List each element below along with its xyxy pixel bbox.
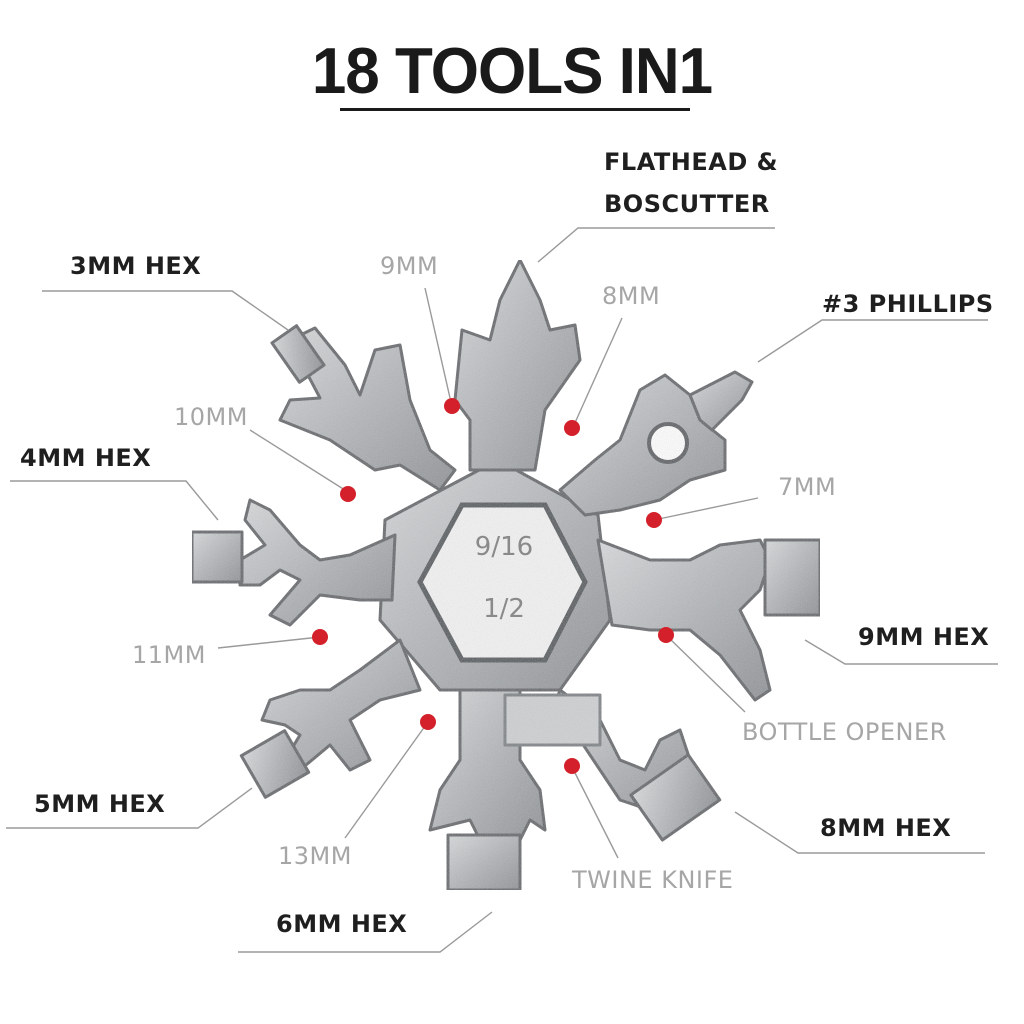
label-11mm: 11MM: [132, 641, 206, 669]
hex-bit-6mm: [446, 833, 522, 892]
leader-6mm-hex: [238, 911, 493, 953]
label-13mm: 13MM: [278, 842, 352, 870]
title-underline: [340, 108, 690, 111]
dot-11mm: [312, 629, 328, 645]
label-6mm-hex: 6MM HEX: [276, 910, 407, 938]
leader-11mm: [217, 636, 321, 649]
label-8mm: 8MM: [602, 282, 660, 310]
label-9mm: 9MM: [380, 252, 438, 280]
dot-twine-knife: [564, 758, 580, 774]
hex-bit-3mm: [270, 324, 326, 384]
hex-bit-5mm: [239, 729, 311, 799]
dot-8mm: [564, 420, 580, 436]
dot-bottle-opener: [658, 627, 674, 643]
leader-9mm: [424, 287, 451, 399]
leader-13mm: [344, 721, 429, 839]
label-3mm-hex: 3MM HEX: [70, 252, 201, 280]
label-flathead-line2: BOSCUTTER: [604, 190, 770, 218]
phillips-bit: [688, 370, 754, 432]
leader-5mm-hex: [6, 787, 253, 829]
marker-dots: [312, 398, 674, 774]
keyring-hole: [647, 422, 689, 464]
label-5mm-hex: 5MM HEX: [34, 790, 165, 818]
label-9mm-hex: 9MM HEX: [858, 623, 989, 651]
twine-knife-blade: [503, 693, 602, 747]
leader-8mm: [573, 317, 623, 426]
label-7mm: 7MM: [778, 473, 836, 501]
hex-bit-4mm: [190, 530, 244, 584]
arm-right: [596, 538, 772, 702]
leader-flathead: [537, 227, 775, 263]
leader-3mm-hex: [42, 290, 289, 331]
dot-7mm: [646, 512, 662, 528]
hex-bit-9mm: [763, 538, 822, 617]
label-twine-knife: TWINE KNIFE: [571, 866, 733, 894]
label-bottle-opener: BOTTLE OPENER: [742, 718, 947, 746]
leader-7mm: [653, 497, 759, 521]
arm-left: [238, 498, 397, 627]
leader-lines: [6, 227, 998, 953]
label-3-phillips: #3 PHILLIPS: [822, 290, 994, 318]
leader-10mm: [249, 429, 349, 493]
arm-top: [453, 258, 582, 472]
dot-10mm: [340, 486, 356, 502]
leader-4mm-hex: [10, 480, 219, 521]
center-label-top: 9/16: [475, 532, 533, 562]
page-title: 18 TOOLS IN1: [311, 35, 713, 108]
leader-twine-knife: [571, 766, 619, 859]
label-4mm-hex: 4MM HEX: [20, 444, 151, 472]
dot-13mm: [420, 714, 436, 730]
center-label-bottom: 1/2: [483, 594, 525, 624]
label-8mm-hex: 8MM HEX: [820, 814, 951, 842]
tool-labels: FLATHEAD & BOSCUTTER 3MM HEX 9MM 8MM #3 …: [20, 148, 994, 938]
hex-bit-8mm: [629, 753, 722, 842]
snowflake-multitool: [190, 258, 822, 892]
leader-phillips: [757, 319, 988, 363]
leader-9mm-hex: [804, 639, 998, 665]
leader-bottle-opener: [667, 636, 746, 713]
label-flathead-line1: FLATHEAD &: [604, 148, 778, 176]
center-hex-socket: [417, 502, 588, 663]
leader-8mm-hex: [734, 811, 985, 854]
dot-9mm: [444, 398, 460, 414]
label-10mm: 10MM: [174, 403, 248, 431]
